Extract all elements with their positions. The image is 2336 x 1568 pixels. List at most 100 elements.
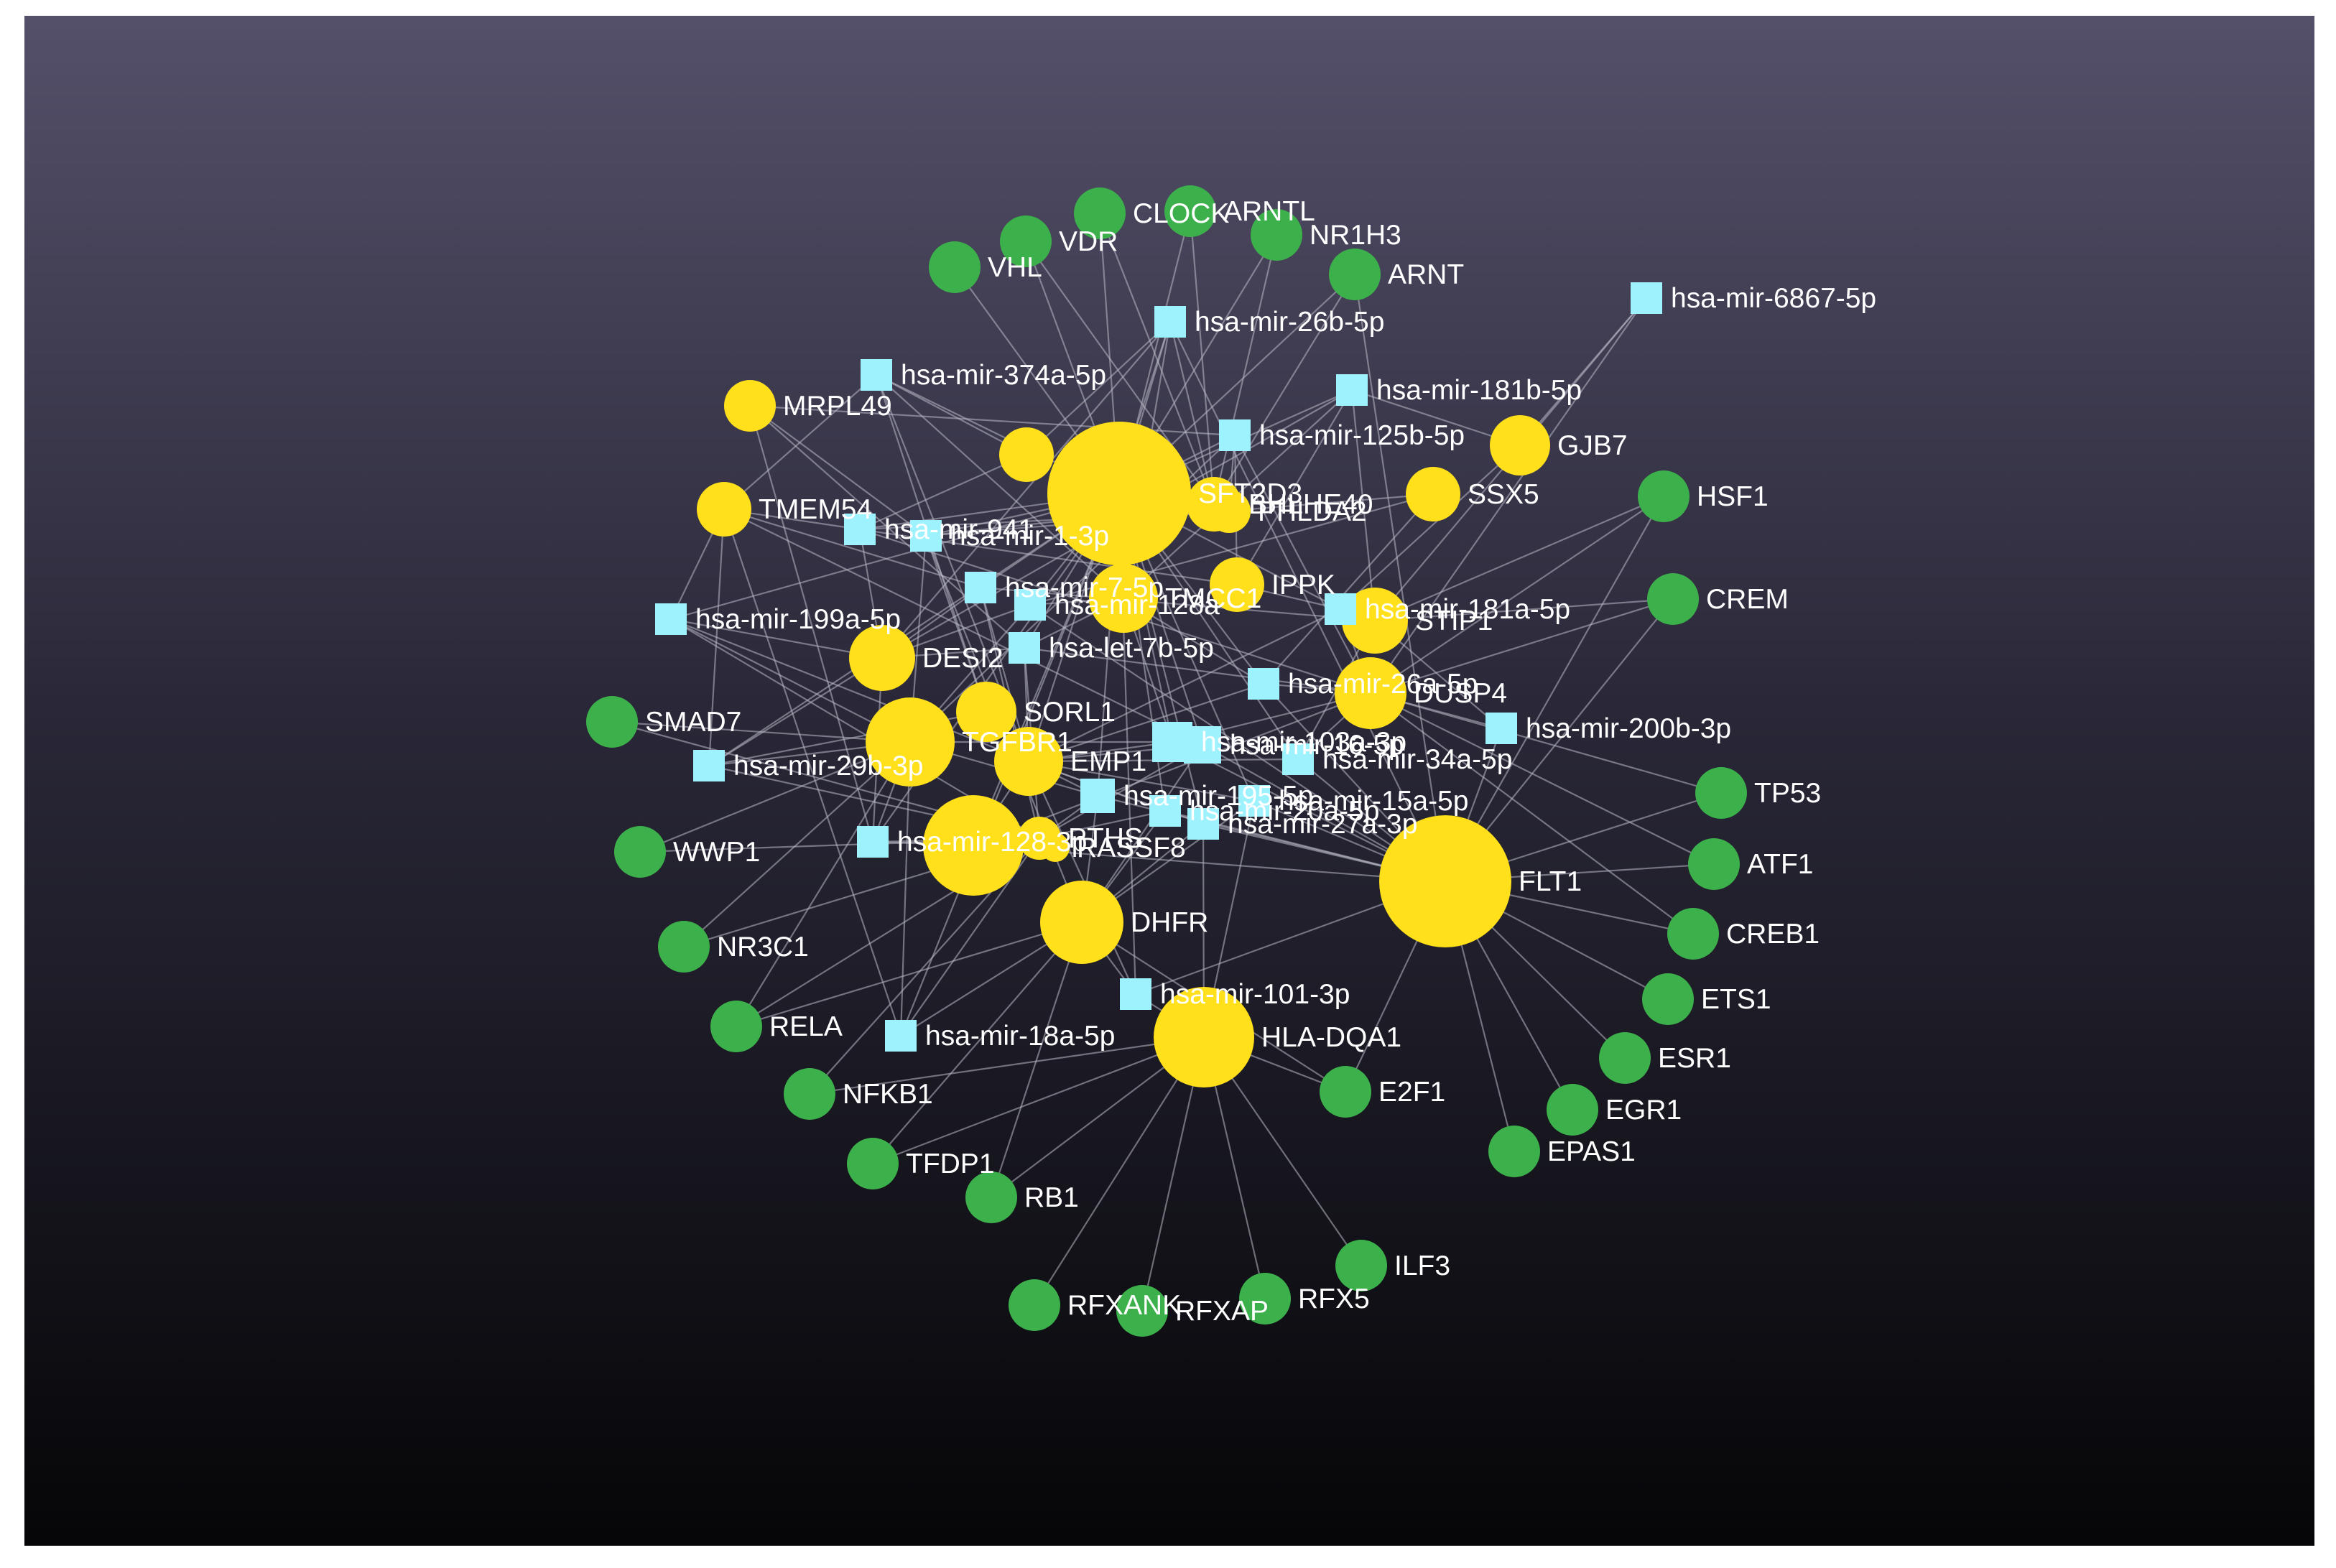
node-label-STIP1: STIP1 <box>1415 606 1493 636</box>
node-mir7[interactable] <box>965 572 996 603</box>
node-SFT2D3b[interactable] <box>999 427 1054 482</box>
node-mir181a[interactable] <box>1325 593 1356 625</box>
node-DESI2[interactable] <box>849 625 915 691</box>
node-RASSF8[interactable] <box>1041 833 1070 862</box>
node-TGFBR1[interactable] <box>866 697 955 787</box>
node-label-mir195: hsa-mir-195-5p <box>1123 781 1313 812</box>
node-mir128a[interactable] <box>1014 589 1046 621</box>
node-EGR1[interactable] <box>1547 1084 1598 1136</box>
node-NFKB1[interactable] <box>784 1068 835 1120</box>
node-mir15a[interactable] <box>1238 785 1270 817</box>
node-RFX5[interactable] <box>1239 1273 1291 1325</box>
node-RFXAP[interactable] <box>1116 1285 1168 1337</box>
node-label-ESR1: ESR1 <box>1658 1043 1731 1074</box>
node-let7b[interactable] <box>1009 632 1040 664</box>
node-EMP1[interactable] <box>994 727 1063 796</box>
node-mir125b[interactable] <box>1219 419 1251 451</box>
edge-mir6867-GJB7 <box>1519 297 1647 446</box>
node-label-DHFR: DHFR <box>1131 907 1208 938</box>
node-label-mir20a: hsa-mir-20a-5p <box>1190 796 1379 827</box>
node-mir27a[interactable] <box>1187 808 1219 840</box>
node-GJB7[interactable] <box>1490 415 1550 475</box>
edge-mir29b-DESI2 <box>708 657 883 766</box>
node-TP53[interactable] <box>1695 767 1747 819</box>
node-label-CLOCK: CLOCK <box>1133 198 1229 229</box>
node-mir34a[interactable] <box>1282 743 1314 775</box>
node-VDR[interactable] <box>1000 215 1052 267</box>
node-label-mir26a: hsa-mir-26a-5p <box>1288 669 1478 700</box>
node-SORL1[interactable] <box>956 682 1016 742</box>
node-E2F1[interactable] <box>1320 1066 1371 1118</box>
edge-mir7-STIP1 <box>980 586 1376 622</box>
node-HLA-DQA1[interactable] <box>1154 987 1254 1087</box>
node-label-VDR: VDR <box>1059 226 1118 257</box>
node-NR1H3[interactable] <box>1251 209 1302 261</box>
edge-mir29b-SFT2D3 <box>708 493 1120 766</box>
node-CREM[interactable] <box>1647 573 1699 625</box>
node-SSX5[interactable] <box>1406 467 1460 521</box>
node-WWP1[interactable] <box>614 826 666 878</box>
node-ARNT[interactable] <box>1329 249 1381 300</box>
node-label-mir7: hsa-mir-7-5p <box>1005 572 1164 603</box>
node-DUSP4[interactable] <box>1335 657 1406 729</box>
node-STIP1[interactable] <box>1342 588 1408 654</box>
node-label-BHLHE40: BHLHE40 <box>1248 489 1373 520</box>
edge-mir125b-DUSP4 <box>1234 435 1371 694</box>
node-label-mir128: hsa-mir-128-3p <box>897 827 1087 858</box>
node-label-TFDP1: TFDP1 <box>906 1149 995 1179</box>
node-FLT1[interactable] <box>1379 815 1511 947</box>
node-PHLDA2[interactable] <box>1208 490 1251 533</box>
node-HSF1[interactable] <box>1638 470 1690 522</box>
node-mir6867[interactable] <box>1631 282 1662 314</box>
node-mir128[interactable] <box>857 826 889 858</box>
node-label-ATF1: ATF1 <box>1747 849 1813 880</box>
node-label-mir101: hsa-mir-101-3p <box>1160 979 1350 1010</box>
node-mir26b[interactable] <box>1154 306 1186 338</box>
node-mir16[interactable] <box>1184 726 1221 764</box>
node-mir26a[interactable] <box>1248 668 1279 700</box>
node-ESR1[interactable] <box>1599 1032 1651 1084</box>
edge-FLT1-HSF1 <box>1445 496 1664 882</box>
node-label-mir1: hsa-mir-1-3p <box>950 521 1109 552</box>
node-mir18a[interactable] <box>885 1020 917 1052</box>
node-ETS1[interactable] <box>1642 973 1694 1025</box>
node-DHFR[interactable] <box>1040 881 1123 964</box>
node-TFDP1[interactable] <box>847 1138 899 1189</box>
node-mir29b[interactable] <box>693 750 725 781</box>
node-label-ETS1: ETS1 <box>1701 984 1771 1015</box>
node-mir181b[interactable] <box>1336 374 1368 406</box>
node-mir1[interactable] <box>910 520 942 552</box>
node-mir200b[interactable] <box>1486 713 1517 744</box>
node-ARNTL[interactable] <box>1164 185 1216 237</box>
node-RB1[interactable] <box>965 1172 1017 1223</box>
node-mir101[interactable] <box>1120 978 1151 1010</box>
node-mir941[interactable] <box>844 514 876 545</box>
node-VHL[interactable] <box>929 241 981 293</box>
node-IPPK[interactable] <box>1210 557 1264 612</box>
node-label-SFT2D3: SFT2D3 <box>1198 478 1302 509</box>
node-mir20a[interactable] <box>1149 795 1181 827</box>
node-TMCC1[interactable] <box>1089 564 1158 633</box>
node-label-mir103a: hsa-mir-103a-3p <box>1201 727 1406 758</box>
node-CREB1[interactable] <box>1667 908 1719 960</box>
node-mir199a[interactable] <box>655 603 687 635</box>
node-mir195[interactable] <box>1080 779 1115 813</box>
node-label-ILF3: ILF3 <box>1394 1251 1450 1281</box>
node-EPAS1[interactable] <box>1488 1126 1540 1177</box>
node-RELA[interactable] <box>710 1001 762 1052</box>
node-ILF3[interactable] <box>1335 1240 1387 1291</box>
node-MRPL49[interactable] <box>724 380 776 432</box>
node-ATF1[interactable] <box>1688 838 1740 890</box>
node-CLOCK[interactable] <box>1074 187 1126 239</box>
node-label-mir941: hsa-mir-941 <box>884 514 1034 545</box>
edge-DUSP4-CREB1 <box>1370 692 1694 934</box>
node-mir374a[interactable] <box>861 359 892 391</box>
node-label-mir34a: hsa-mir-34a-5p <box>1322 744 1512 775</box>
node-RFXANK[interactable] <box>1009 1279 1060 1331</box>
node-SMAD7[interactable] <box>586 696 638 748</box>
node-G_center[interactable] <box>923 795 1024 896</box>
node-NR3C1[interactable] <box>658 921 710 973</box>
node-SFT2D3[interactable] <box>1047 422 1191 565</box>
node-TMEM54[interactable] <box>697 482 751 537</box>
